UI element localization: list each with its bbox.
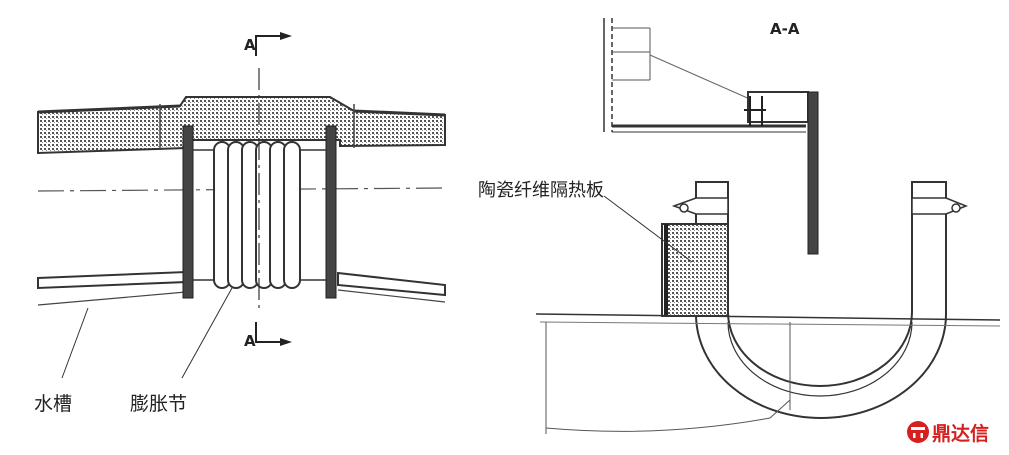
hanging-plate: [807, 91, 819, 255]
leader-insulation-board: [603, 195, 693, 263]
trough-line: [37, 291, 187, 306]
section-view-title: A-A: [770, 20, 800, 38]
watermark-text: 鼎达信: [932, 422, 989, 445]
right-flange: [325, 125, 337, 299]
bellows: [213, 141, 301, 289]
leader-expansion-joint: [181, 287, 233, 379]
u-trough: [695, 181, 947, 419]
ceramic-fiber-insulation-board: [661, 223, 729, 317]
left-flange: [182, 125, 194, 299]
section-view-aa: A-A 陶瓷纤维隔热板: [478, 18, 1001, 434]
section-marker-bottom: A: [244, 322, 292, 350]
section-mark-bottom-label: A: [244, 332, 256, 350]
section-mark-top-label: A: [244, 36, 256, 54]
logo-icon: [907, 421, 929, 443]
left-lug: [671, 197, 729, 215]
leader-water-trough: [61, 307, 89, 379]
label-water-trough: 水槽: [34, 393, 72, 415]
label-expansion-joint: 膨胀节: [130, 393, 187, 415]
left-view-pipe: A A 水槽 膨胀节: [34, 32, 446, 415]
watermark-logo: 鼎达信: [907, 421, 989, 445]
bottom-pipe-wall: [37, 270, 187, 290]
right-lug: [911, 197, 969, 215]
hanger-bracket: [747, 91, 809, 123]
section-marker-top: A: [244, 32, 292, 56]
label-insulation-board: 陶瓷纤维隔热板: [478, 180, 604, 201]
